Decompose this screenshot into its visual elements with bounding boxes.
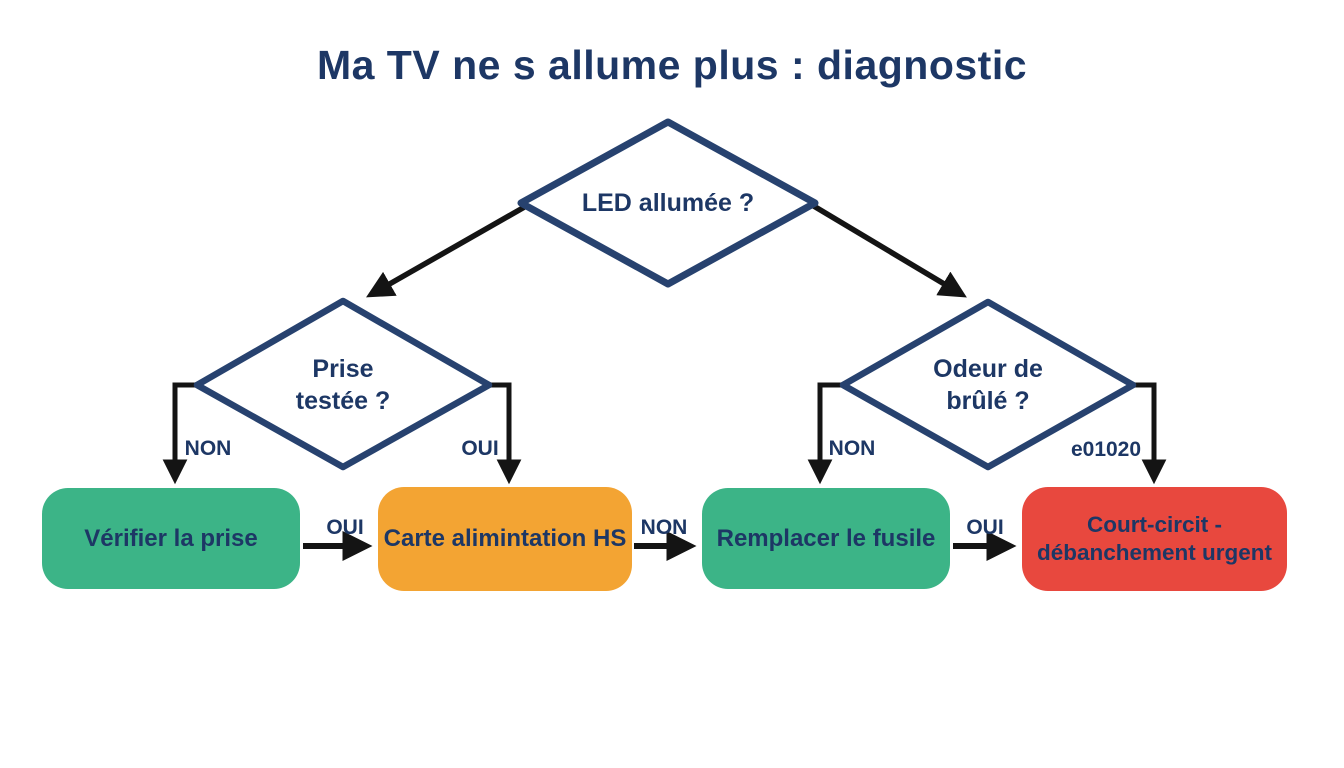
action-box-power-board: Carte alimintation HS [378, 487, 632, 591]
action-box-short-circuit: Court-circit - débanchement urgent [1022, 487, 1287, 591]
edge-label-left-no: NON [184, 437, 232, 460]
action-box-verify-plug: Vérifier la prise [42, 488, 300, 589]
edge-label-box1-box2: OUI [326, 516, 364, 539]
edge-root-to-left [366, 202, 530, 298]
decision-right-line2: brûlé ? [946, 387, 1030, 415]
decision-root-label: LED allumée ? [530, 152, 806, 254]
edge-label-right-yes: e01020 [1070, 438, 1142, 461]
decision-left-line2: testée ? [295, 387, 391, 415]
edge-label-right-no: NON [828, 437, 876, 460]
edge-label-left-yes: OUI [461, 437, 499, 460]
edge-right-yes [1130, 382, 1167, 485]
edge-right-no [807, 382, 846, 485]
edge-left-yes [487, 382, 522, 485]
decision-left-label: Prise testée ? [233, 330, 453, 440]
diamond-right-decision [839, 298, 1137, 471]
decision-right-label: Odeur de brûlé ? [878, 330, 1098, 440]
diamond-root-decision [517, 118, 819, 288]
page-title: Ma TV ne s allume plus : diagnostic [316, 42, 1028, 88]
action-box-power-board-label: Carte alimintation HS [383, 525, 627, 552]
decision-root-text: LED allumée ? [581, 189, 755, 217]
action-box-replace-fuse-label: Remplacer le fusile [716, 524, 936, 552]
action-box-replace-fuse: Remplacer le fusile [702, 488, 950, 589]
decision-right-line1: Odeur de [933, 355, 1043, 383]
decision-left-line1: Prise [312, 355, 374, 383]
action-box-short-circuit-line2: débanchement urgent [1036, 540, 1273, 565]
edge-root-to-right [810, 202, 967, 298]
diamond-left-decision [193, 297, 493, 471]
edge-left-no [162, 382, 199, 485]
action-box-short-circuit-line1: Court-circit - [1087, 511, 1222, 537]
action-box-verify-plug-label: Vérifier la prise [84, 524, 258, 552]
edge-label-box3-box4: OUI [966, 516, 1004, 539]
edge-label-box2-box3: NON [640, 516, 688, 539]
